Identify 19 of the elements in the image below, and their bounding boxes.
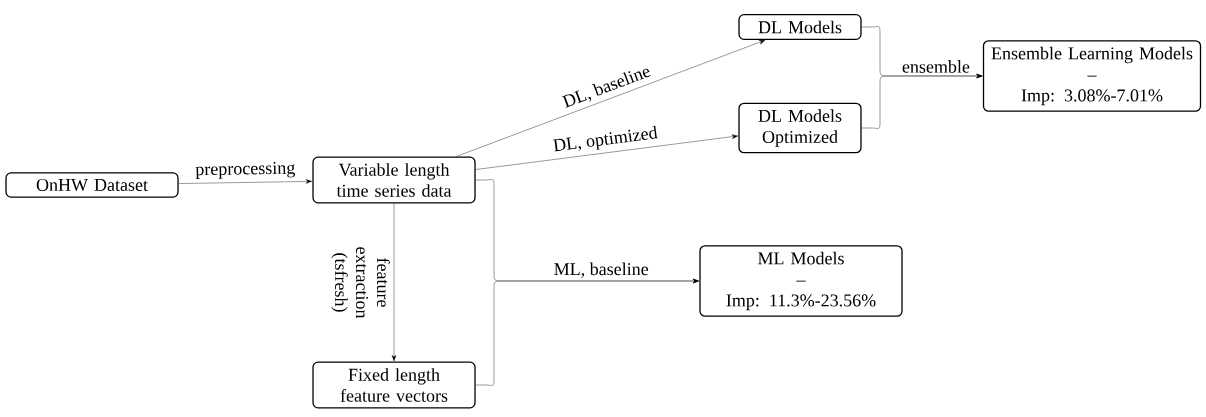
process-box: OnHW Dataset bbox=[5, 172, 179, 198]
process-box: Fixed length feature vectors bbox=[312, 361, 476, 409]
process-box: Ensemble Learning Models – Imp: 3.08%-7.01% bbox=[982, 40, 1202, 112]
edge-label: DL, baseline bbox=[559, 62, 654, 112]
edge-label: DL, optimized bbox=[551, 124, 660, 157]
process-box: ML Models – Imp: 11.3%-23.56% bbox=[699, 245, 903, 317]
process-box: DL Models Optimized bbox=[738, 102, 862, 154]
edge-label: feature extraction (tsfresh) bbox=[330, 241, 391, 324]
arrow bbox=[475, 134, 738, 170]
arrow bbox=[178, 179, 312, 184]
arrow bbox=[456, 40, 766, 157]
arrow bbox=[861, 73, 983, 129]
process-box: Variable length time series data bbox=[312, 156, 476, 204]
edge-label: preprocessing bbox=[194, 160, 297, 181]
edge-label: ML, baseline bbox=[552, 261, 650, 279]
arrow bbox=[475, 278, 699, 386]
arrow bbox=[391, 203, 397, 362]
edge-label: ensemble bbox=[900, 59, 971, 74]
process-box: DL Models bbox=[738, 14, 862, 40]
